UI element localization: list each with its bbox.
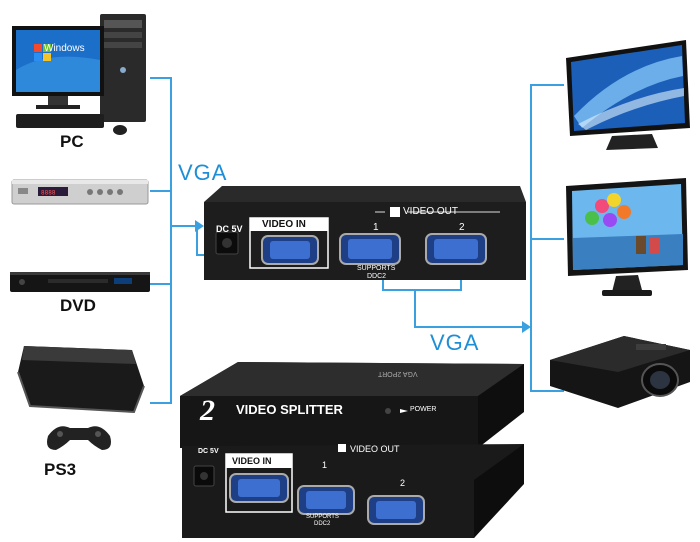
- splitter-bottom-panel: [182, 444, 524, 538]
- out-down: [414, 289, 416, 327]
- front-title-text: VIDEO SPLITTER: [236, 402, 343, 417]
- bottom-power-text: DC 5V: [198, 448, 219, 455]
- front-power-text: POWER: [410, 406, 437, 413]
- back-port1-text: 1: [373, 222, 379, 233]
- out-feed: [414, 326, 524, 328]
- splitter-front-panel: [180, 362, 524, 448]
- input-bus-line: [170, 77, 172, 403]
- bottom-port2-text: 2: [400, 478, 406, 488]
- bottom-video-in-text: VIDEO IN: [232, 456, 272, 466]
- back-vga-port-1: [339, 233, 401, 265]
- projector-icon: [550, 336, 690, 408]
- vga-output-label: VGA: [430, 330, 480, 355]
- bottom-vga-port-1: [297, 485, 355, 515]
- vga-input-label: VGA: [178, 160, 228, 185]
- splitter-in-line-v: [196, 225, 198, 255]
- receiver-link: [150, 190, 172, 192]
- projector-link: [530, 390, 564, 392]
- bottom-port1-text: 1: [322, 460, 328, 470]
- dvd-link: [150, 283, 172, 285]
- front-number-text: 2: [200, 394, 215, 427]
- pc-screen-text: Windows: [44, 43, 85, 54]
- back-vga-port-2: [425, 233, 487, 265]
- ps3-link: [150, 402, 172, 404]
- bottom-ddc-text: DDC2: [314, 521, 331, 527]
- out-join: [382, 289, 462, 291]
- game-console-icon: [17, 346, 145, 450]
- pc-icon: [12, 14, 146, 135]
- input-arrow-icon: [195, 220, 204, 232]
- back-video-out-text: VIDEO OUT: [403, 206, 459, 217]
- pc-link: [150, 77, 172, 79]
- dvd-label: DVD: [60, 296, 96, 315]
- bottom-vga-port-2: [367, 495, 425, 525]
- monitor-icon: [566, 178, 688, 296]
- back-power-text: DC 5V: [216, 224, 243, 234]
- front-brand-text: VGA 2PORT: [378, 370, 418, 377]
- dvd-player-icon: [10, 272, 150, 292]
- splitter-back-panel: [204, 186, 526, 280]
- back-ddc-text: DDC2: [367, 273, 387, 280]
- set-top-box-icon: 8888: [11, 179, 149, 205]
- svg-text:8888: 8888: [41, 190, 56, 197]
- monitor-link: [530, 238, 564, 240]
- output-arrow-icon: [522, 321, 531, 333]
- ps3-label: PS3: [44, 460, 77, 479]
- back-vga-port-in: [261, 235, 319, 265]
- pc-label: PC: [60, 132, 84, 151]
- tv-link: [530, 84, 564, 86]
- bottom-video-out-text: VIDEO OUT: [350, 444, 400, 454]
- bottom-vga-port-in: [229, 473, 289, 503]
- back-video-in-text: VIDEO IN: [262, 219, 306, 230]
- input-feed-line: [170, 225, 198, 227]
- bottom-supports-text: SUPPORTS: [306, 514, 339, 520]
- back-supports-text: SUPPORTS: [357, 265, 396, 272]
- back-port2-text: 2: [459, 222, 465, 233]
- tv-icon: [566, 40, 690, 150]
